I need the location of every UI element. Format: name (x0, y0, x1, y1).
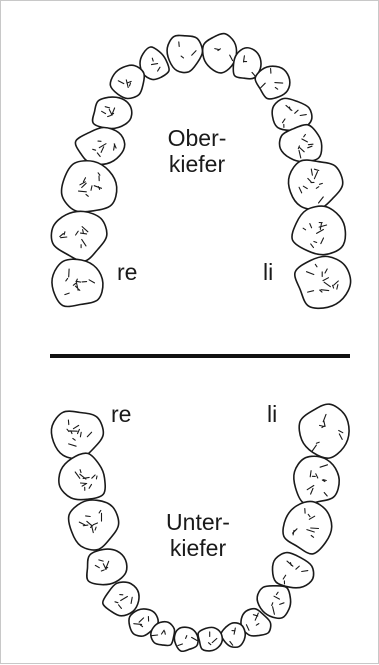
upper-tooth-21-outline (201, 32, 238, 74)
lower-tooth-42-fissures (150, 629, 166, 637)
upper-tooth-25-fissures (297, 133, 314, 159)
lower-tooth-35 (271, 551, 315, 589)
upper-tooth-23-outline (254, 65, 291, 100)
upper-tooth-28-outline (293, 255, 352, 310)
upper-jaw-title: Ober- kiefer (137, 125, 257, 177)
upper-tooth-21-fissures (214, 48, 234, 62)
upper-tooth-16-fissures (77, 172, 103, 197)
upper-tooth-16 (60, 159, 118, 213)
lower-tooth-33-fissures (245, 612, 260, 631)
lower-tooth-34-fissures (271, 591, 285, 615)
lower-tooth-45 (86, 548, 128, 586)
upper-tooth-28-fissures (305, 263, 339, 293)
lower-tooth-48-fissures (66, 419, 93, 447)
upper-tooth-27-outline (291, 205, 347, 256)
lower-tooth-34-outline (256, 584, 292, 620)
upper-tooth-28 (293, 255, 352, 310)
upper-tooth-12-fissures (150, 57, 161, 72)
lower-tooth-48 (50, 410, 105, 460)
lower-tooth-43-fissures (133, 615, 150, 628)
upper-tooth-18 (51, 258, 104, 308)
upper-jaw-title-line2: kiefer (168, 151, 226, 177)
lower-tooth-31-fissures (207, 631, 218, 646)
upper-jaw-teeth (50, 32, 352, 310)
lower-tooth-46 (67, 499, 120, 551)
lower-tooth-45-fissures (94, 559, 110, 572)
lower-tooth-37-outline (293, 455, 341, 505)
lower-tooth-38 (298, 403, 350, 459)
upper-tooth-23-fissures (260, 68, 284, 90)
upper-jaw-right-label: re (117, 259, 138, 285)
upper-tooth-26-fissures (298, 168, 324, 204)
upper-tooth-15-outline (74, 126, 126, 166)
upper-tooth-27-fissures (302, 221, 328, 249)
upper-tooth-14-fissures (101, 106, 116, 118)
lower-tooth-42-outline (149, 620, 176, 647)
upper-tooth-11 (166, 34, 204, 74)
lower-tooth-33 (240, 607, 272, 637)
lower-tooth-32-outline (220, 622, 247, 649)
upper-tooth-17-outline (50, 210, 108, 263)
upper-tooth-14 (91, 96, 133, 130)
lower-tooth-44-fissures (114, 594, 133, 609)
upper-tooth-26 (287, 159, 344, 211)
lower-tooth-48-outline (50, 410, 105, 460)
upper-tooth-17 (50, 210, 108, 263)
upper-tooth-22 (232, 47, 262, 80)
upper-jaw-title-line1: Ober- (167, 125, 227, 151)
lower-tooth-44-outline (101, 581, 140, 617)
lower-tooth-41-fissures (177, 635, 198, 647)
lower-jaw-title-line1: Unter- (166, 509, 230, 535)
jaw-divider (50, 354, 350, 358)
lower-jaw-title: Unter- kiefer (138, 509, 258, 561)
upper-tooth-18-outline (51, 258, 104, 308)
lower-tooth-38-fissures (311, 413, 344, 453)
upper-tooth-13 (109, 64, 146, 100)
lower-jaw-right-label: re (111, 401, 132, 427)
lower-jaw-teeth (50, 403, 350, 653)
upper-tooth-15-fissures (92, 140, 117, 158)
upper-tooth-22-fissures (242, 55, 256, 77)
upper-tooth-11-outline (166, 34, 204, 74)
lower-tooth-44 (101, 581, 140, 617)
lower-tooth-41 (173, 626, 199, 653)
lower-tooth-36-outline (282, 500, 333, 555)
lower-tooth-35-fissures (282, 560, 309, 585)
upper-tooth-17-fissures (59, 226, 89, 249)
upper-tooth-16-outline (60, 159, 118, 213)
upper-tooth-18-fissures (64, 268, 96, 296)
lower-tooth-36-fissures (292, 508, 320, 538)
upper-tooth-13-fissures (117, 79, 132, 89)
lower-tooth-42 (149, 620, 176, 647)
lower-jaw-title-line2: kiefer (169, 535, 227, 561)
lower-tooth-46-fissures (78, 509, 103, 534)
upper-tooth-23 (254, 65, 291, 100)
lower-tooth-31 (197, 626, 224, 652)
lower-tooth-47-fissures (74, 469, 98, 491)
upper-tooth-27 (291, 205, 347, 256)
lower-tooth-38-outline (298, 403, 350, 459)
upper-tooth-24-fissures (281, 104, 307, 128)
upper-tooth-21 (201, 32, 238, 74)
lower-tooth-34 (256, 584, 292, 620)
lower-tooth-47 (58, 452, 107, 501)
upper-jaw-left-label: li (263, 259, 274, 285)
upper-tooth-22-outline (232, 47, 262, 80)
upper-tooth-11-fissures (178, 41, 197, 59)
lower-tooth-36 (282, 500, 333, 555)
lower-jaw-left-label: li (267, 401, 278, 427)
lower-tooth-37-fissures (306, 464, 329, 497)
lower-tooth-32 (220, 622, 247, 649)
lower-tooth-32-fissures (229, 627, 236, 646)
upper-tooth-26-outline (287, 159, 344, 211)
lower-tooth-31-outline (197, 626, 224, 652)
upper-tooth-15 (74, 126, 126, 166)
lower-tooth-37 (293, 455, 341, 505)
